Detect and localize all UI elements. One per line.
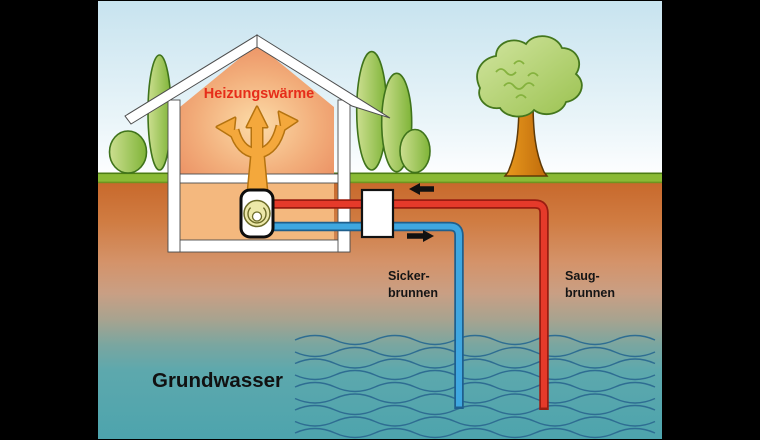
flow-arrow-right-icon <box>407 230 434 242</box>
heat-pump-icon <box>239 188 275 239</box>
left-bush-icon <box>108 130 148 174</box>
roof-right-slope <box>256 34 391 119</box>
canopy-texture <box>495 60 539 99</box>
heat-spread-arrow-icon <box>215 105 299 194</box>
seep-well-label-line2: brunnen <box>388 286 438 300</box>
seep-well-label-line1: Sicker- <box>388 269 430 283</box>
tree-canopy <box>476 35 583 118</box>
house-basement-slab <box>167 239 351 253</box>
groundwater-waves <box>294 334 656 439</box>
well-junction-box <box>360 188 395 239</box>
heat-pump-diagram: Heizungswärme Sicker- brunnen Saug- brun… <box>98 1 662 439</box>
suction-well-label-line2: brunnen <box>565 286 615 300</box>
tree-icon <box>476 35 583 177</box>
diagram-canvas: Heizungswärme Sicker- brunnen Saug- brun… <box>98 1 662 439</box>
suction-well-label-line1: Saug- <box>565 269 600 283</box>
groundwater-label: Grundwasser <box>152 369 283 392</box>
grass-strip <box>98 172 662 184</box>
heating-heat-label: Heizungswärme <box>204 86 314 102</box>
right-cypress-icons <box>355 50 431 174</box>
cold-water-pipe <box>273 221 464 409</box>
tree-trunk <box>503 99 549 177</box>
flow-arrow-left-icon <box>409 183 434 195</box>
house-left-wall <box>167 99 181 253</box>
warm-water-pipe <box>273 199 549 410</box>
